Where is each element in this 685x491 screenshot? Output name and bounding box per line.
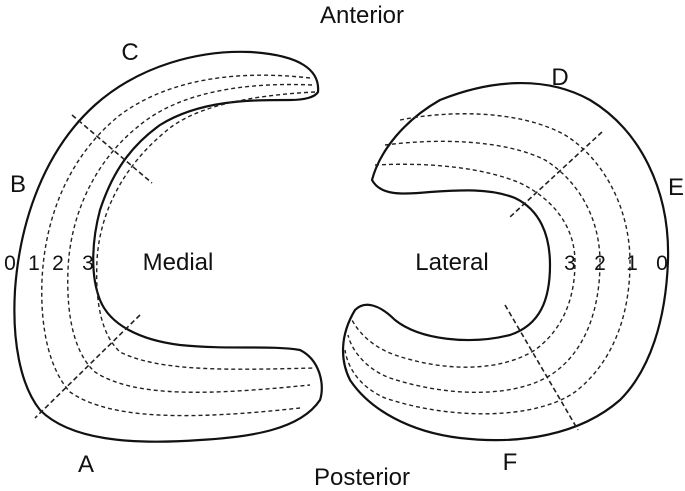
medial-zone-label: 2 [52, 252, 64, 275]
lateral-zone-boundary-inner-3 [351, 163, 576, 368]
lateral-region-anterior-label: D [551, 64, 568, 91]
medial-label: Medial [143, 249, 214, 276]
lateral-zone-boundary-inner-2 [347, 140, 601, 393]
medial-posterior-divider [34, 314, 141, 419]
posterior-label: Posterior [314, 464, 410, 491]
medial-region-posterior-label: A [78, 451, 94, 478]
lateral-region-posterior-label: F [503, 449, 518, 476]
lateral-meniscus-outline [341, 81, 670, 442]
anterior-label: Anterior [320, 2, 404, 29]
medial-meniscus [13, 50, 323, 443]
lateral-zone-label: 0 [656, 252, 668, 275]
medial-region-middle-label: B [10, 171, 26, 198]
lateral-zone-boundary-inner-1 [344, 113, 631, 415]
lateral-zone-label: 2 [594, 252, 606, 275]
medial-zone-label: 3 [82, 252, 94, 275]
medial-zone-label: 0 [4, 252, 16, 275]
medial-meniscus-outline [13, 50, 323, 443]
medial-region-anterior-label: C [121, 39, 138, 66]
lateral-region-middle-label: E [668, 174, 684, 201]
lateral-meniscus [341, 81, 670, 442]
lateral-zone-label: 1 [626, 252, 638, 275]
lateral-zone-label: 3 [564, 252, 576, 275]
medial-zone-label: 1 [28, 252, 40, 275]
medial-zone-boundary-inner-1 [41, 74, 311, 417]
lateral-label: Lateral [415, 249, 488, 276]
lateral-posterior-divider [504, 304, 579, 431]
lateral-anterior-divider [509, 131, 603, 218]
medial-anterior-divider [71, 114, 153, 184]
medial-zone-boundary-inner-2 [67, 83, 313, 393]
